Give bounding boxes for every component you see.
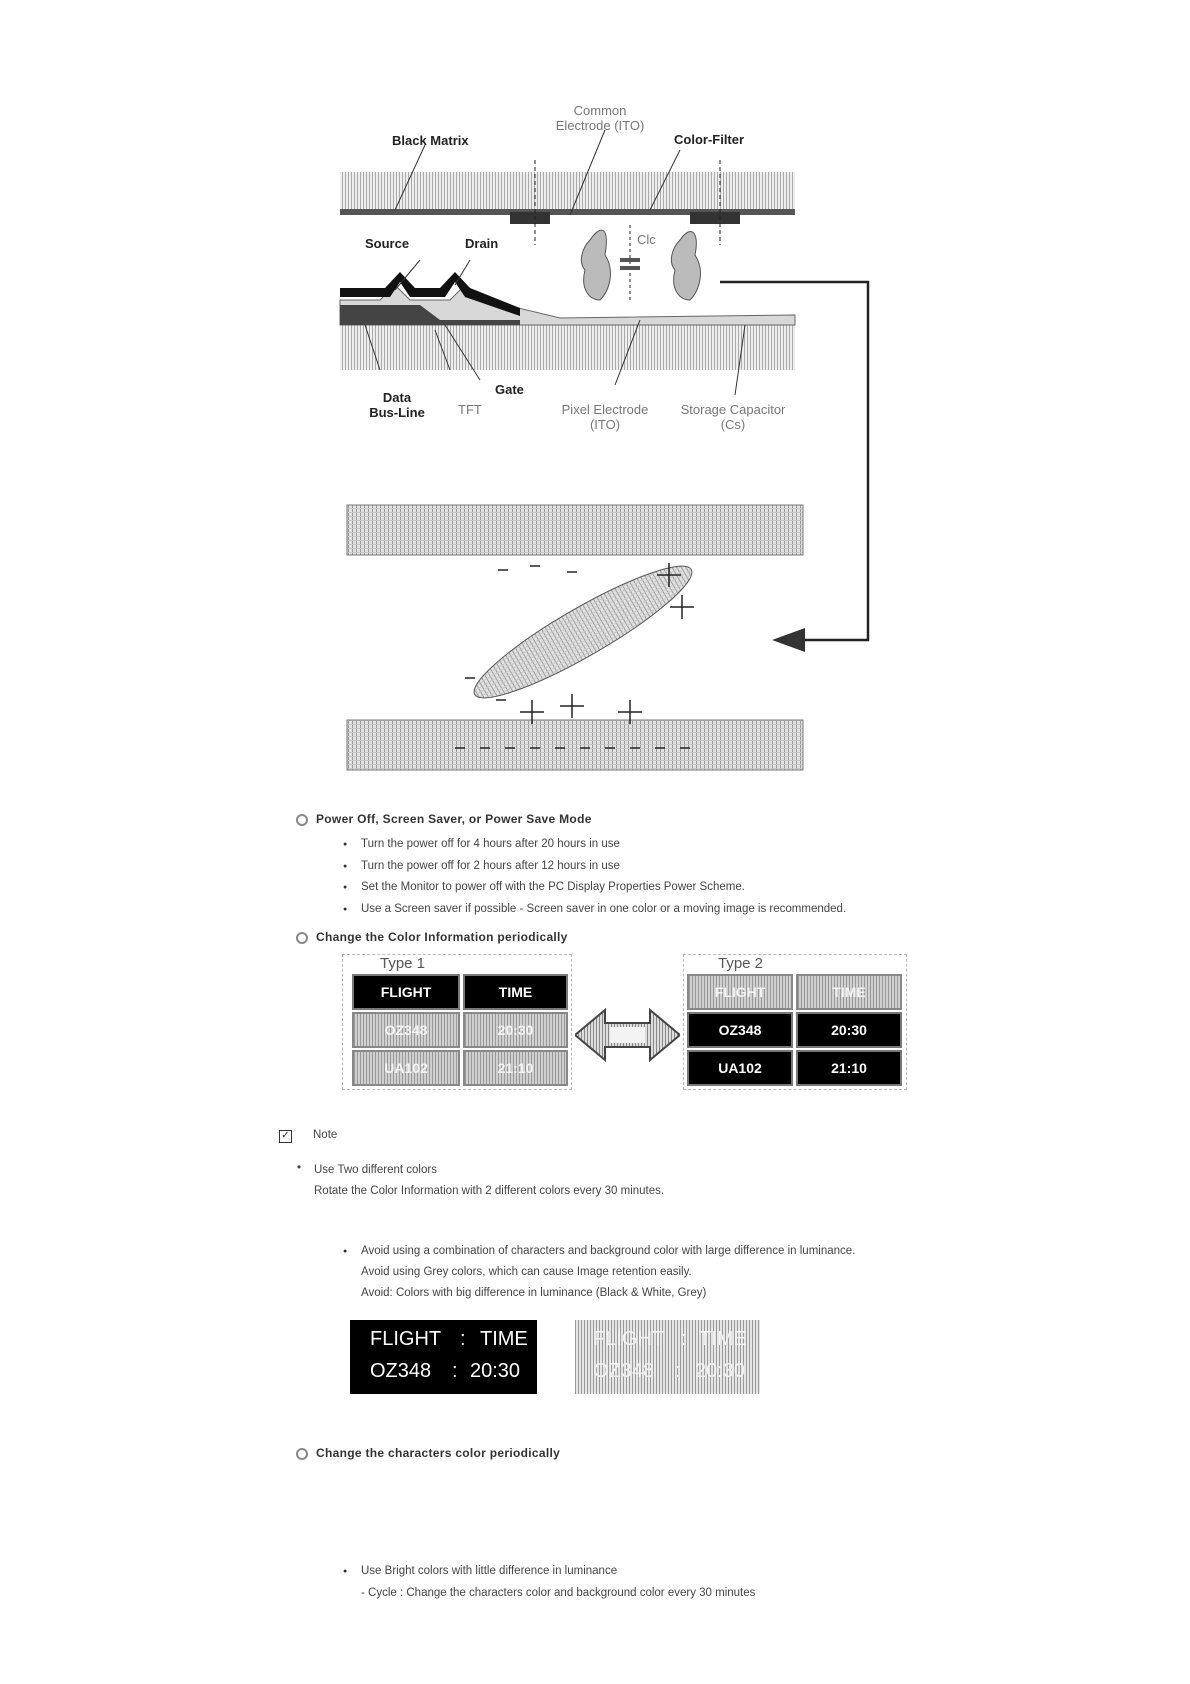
common-electrode-label: Common Electrode (ITO) <box>540 103 660 133</box>
circle-bullet-icon <box>296 814 308 826</box>
type2-header-flight: FLIGHT <box>687 974 793 1010</box>
sample-text: : <box>452 1360 458 1383</box>
note-bullet: Use Two different colors <box>314 1164 437 1176</box>
sample-text: 20:30 <box>470 1360 520 1383</box>
avoid-line3: Avoid: Colors with big difference in lum… <box>361 1287 706 1299</box>
type1-cell: 21:10 <box>463 1050 568 1086</box>
type2-cell: OZ348 <box>687 1012 793 1048</box>
type1-cell: UA102 <box>352 1050 460 1086</box>
note-label: Note <box>313 1129 337 1141</box>
color-info-heading: Change the Color Information periodicall… <box>296 930 568 944</box>
circle-bullet-icon <box>296 932 308 944</box>
type1-cell: OZ348 <box>352 1012 460 1048</box>
type2-cell: UA102 <box>687 1050 793 1086</box>
color-filter-label: Color-Filter <box>674 132 744 147</box>
pixel-electrode-label: Pixel Electrode (ITO) <box>545 402 665 432</box>
sample-text: OZ348 <box>593 1360 654 1383</box>
type2-cell: 20:30 <box>796 1012 902 1048</box>
note-detail: Rotate the Color Information with 2 diff… <box>314 1185 664 1197</box>
characters-heading: Change the characters color periodically <box>296 1446 560 1460</box>
list-item: Set the Monitor to power off with the PC… <box>361 881 745 893</box>
sample-text: FLIGHT <box>370 1328 441 1351</box>
sample-text: 20:30 <box>695 1360 745 1383</box>
avoid-sample-dark: FLIGHT : TIME OZ348 : 20:30 <box>350 1320 537 1394</box>
note-bullet-dot: • <box>297 1162 301 1174</box>
type1-label: Type 1 <box>380 955 425 972</box>
list-item: Use a Screen saver if possible - Screen … <box>361 903 846 915</box>
sample-text: OZ348 <box>370 1360 431 1383</box>
swap-arrow-icon <box>575 1005 680 1065</box>
type2-cell: 21:10 <box>796 1050 902 1086</box>
list-item: Turn the power off for 2 hours after 12 … <box>361 860 620 872</box>
avoid-bullet: Avoid using a combination of characters … <box>361 1245 855 1257</box>
sample-text: TIME <box>480 1328 528 1351</box>
sample-text: : <box>675 1360 681 1383</box>
type1-header-flight: FLIGHT <box>352 974 460 1010</box>
characters-detail: - Cycle : Change the characters color an… <box>361 1587 755 1599</box>
source-label: Source <box>365 236 409 251</box>
type2-header-time: TIME <box>796 974 902 1010</box>
type1-header-time: TIME <box>463 974 568 1010</box>
black-matrix-label: Black Matrix <box>392 133 469 148</box>
characters-bullet: Use Bright colors with little difference… <box>361 1565 617 1577</box>
clc-label: Clc <box>637 232 656 247</box>
checkbox-note-icon: ✓ <box>279 1130 292 1143</box>
power-off-heading: Power Off, Screen Saver, or Power Save M… <box>296 812 592 826</box>
avoid-sample-grey: FLIGHT : TIME OZ348 : 20:30 <box>575 1320 760 1394</box>
sample-text: FLIGHT <box>593 1328 664 1351</box>
data-bus-line-label: Data Bus-Line <box>362 390 432 420</box>
sample-text: : <box>460 1328 466 1351</box>
sample-text: TIME <box>699 1328 747 1351</box>
storage-capacitor-label: Storage Capacitor (Cs) <box>668 402 798 432</box>
drain-label: Drain <box>465 236 498 251</box>
avoid-line2: Avoid using Grey colors, which can cause… <box>361 1266 692 1278</box>
gate-label: Gate <box>495 382 524 397</box>
list-item: Turn the power off for 4 hours after 20 … <box>361 838 620 850</box>
type2-label: Type 2 <box>718 955 763 972</box>
circle-bullet-icon <box>296 1448 308 1460</box>
tft-label: TFT <box>458 402 482 417</box>
type1-cell: 20:30 <box>463 1012 568 1048</box>
sample-text: : <box>681 1328 687 1351</box>
